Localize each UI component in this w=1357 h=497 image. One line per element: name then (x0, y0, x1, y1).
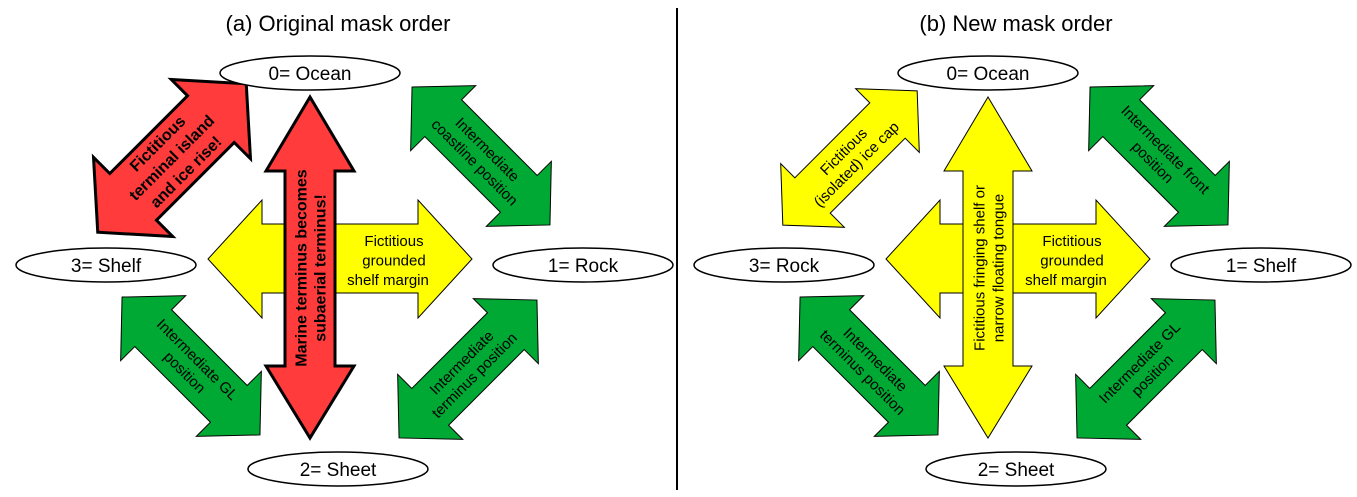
node-top: 0= Ocean (897, 55, 1079, 91)
arrow-vertical-label: Fictitious fringing shelf or (972, 185, 989, 351)
node-label: 2= Sheet (978, 460, 1055, 481)
node-left: 3= Rock (693, 247, 875, 283)
node-right: 1= Shelf (1170, 247, 1352, 283)
arrow-vertical-shape (263, 94, 357, 441)
arrow-horizontal-label: shelf margin (347, 272, 429, 289)
arrow-bottom-left-shape (120, 295, 262, 437)
arrow-vertical-shape (943, 96, 1033, 439)
node-top: 0= Ocean (219, 55, 401, 91)
arrow-bottom-right-shape (397, 298, 539, 440)
arrow-horizontal-shape (885, 198, 1151, 320)
node-label: 2= Sheet (300, 460, 377, 481)
node-label: 1= Rock (548, 256, 619, 277)
arrow-top-right-shape (410, 85, 552, 227)
node-ellipse (897, 55, 1079, 91)
node-right: 1= Rock (492, 247, 674, 283)
arrow-bottom-left-shape (798, 295, 940, 437)
panel-title: (a) Original mask order (226, 11, 451, 36)
node-ellipse (247, 451, 429, 487)
node-ellipse (1170, 247, 1352, 283)
node-ellipse (693, 247, 875, 283)
arrow-horizontal-label: grounded (362, 253, 425, 270)
arrow-horizontal-label: grounded (1040, 253, 1103, 270)
arrow-horizontal-shape (207, 198, 473, 320)
arrow-horizontal-label: shelf margin (1025, 272, 1107, 289)
node-bottom: 2= Sheet (925, 451, 1107, 487)
arrow-top-left-shape (780, 88, 920, 228)
node-ellipse (925, 451, 1107, 487)
node-ellipse (219, 55, 401, 91)
node-ellipse (15, 247, 197, 283)
arrow-horizontal-label: Fictitious (1042, 233, 1101, 250)
node-label: 0= Ocean (269, 64, 352, 85)
panel-title: (b) New mask order (919, 11, 1112, 36)
arrow-bottom-right-shape (1075, 298, 1217, 440)
arrow-horizontal: Fictitious grounded shelf margin (885, 198, 1151, 320)
node-ellipse (492, 247, 674, 283)
node-left: 3= Shelf (15, 247, 197, 283)
arrow-vertical-label: narrow floating tongue (991, 194, 1008, 342)
node-label: 3= Shelf (71, 256, 142, 277)
arrow-top-right-shape (1088, 85, 1230, 227)
arrow-horizontal-label: Fictitious (364, 233, 423, 250)
node-label: 0= Ocean (947, 64, 1030, 85)
arrow-vertical-label: Marine terminus becomes (294, 169, 311, 367)
node-label: 3= Rock (749, 256, 820, 277)
arrow-horizontal: Fictitious grounded shelf margin (207, 198, 473, 320)
arrow-vertical-label: subaerial terminus! (313, 194, 330, 342)
node-label: 1= Shelf (1226, 256, 1297, 277)
node-bottom: 2= Sheet (247, 451, 429, 487)
